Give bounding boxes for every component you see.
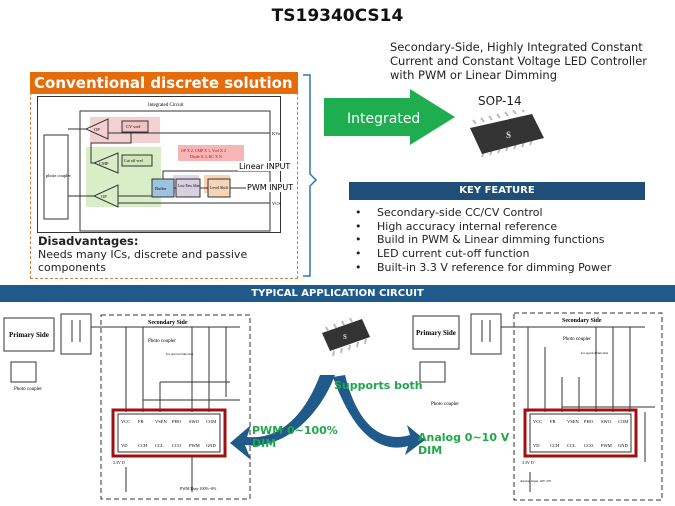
- photo-coupler-label: Photo coupler: [431, 402, 459, 407]
- ic-pin-label: VCC: [533, 419, 542, 424]
- integrated-arrow-group: Integrated: [303, 74, 455, 277]
- cmp-label: CMP: [99, 161, 109, 166]
- pin-pwm-label: PWM INPUT: [247, 183, 293, 192]
- parts-note-2: Diode X 3, RC X N: [190, 154, 222, 160]
- supports-both-label: Supports both: [334, 379, 423, 392]
- v33-label: 3.3V D: [522, 460, 534, 465]
- special-function-label: for special function: [166, 352, 193, 356]
- ic-pin-label: COM: [206, 419, 216, 424]
- arrow-to-pwm-icon: [230, 375, 335, 460]
- op-bottom-label: OP: [101, 194, 107, 199]
- bracket: [303, 74, 318, 277]
- ic-pin-label: VD: [121, 443, 128, 448]
- svg-text:S: S: [506, 130, 511, 140]
- ic-pin-label: CCO: [172, 443, 182, 448]
- ic-highlight-box: [111, 408, 227, 458]
- key-feature-header: KEY FEATURE: [349, 182, 645, 200]
- integrated-arrow-icon: [324, 89, 455, 145]
- ic-pin-label: CCL: [155, 443, 164, 448]
- key-feature-list: Secondary-side CC/CV Control High accura…: [355, 206, 611, 275]
- ic-pin-label: PWM: [189, 443, 200, 448]
- special-function-label: for special function: [581, 351, 608, 355]
- parts-note-1: OP X 2, CMP X 1, Vref X 2: [181, 148, 226, 154]
- analog-dim-line-2: DIM: [418, 444, 443, 457]
- primary-side-label: Primary Side: [9, 331, 49, 339]
- page-title: TS19340CS14: [271, 6, 404, 26]
- op-top-label: OP: [94, 127, 100, 132]
- photo-coupler-label: Photo coupler: [14, 387, 42, 392]
- product-subtitle: Secondary-Side, Highly Integrated Consta…: [390, 40, 648, 82]
- ic-pin-label: COM: [618, 419, 628, 424]
- ic-pin-label: GND: [206, 443, 216, 448]
- ic-pin-label: CCH: [138, 443, 148, 448]
- ic-label: Integrated Circuit: [148, 103, 184, 108]
- ic-pin-label: VCC: [121, 419, 130, 424]
- integrated-label: Integrated: [347, 111, 420, 127]
- op-amp-top: [84, 118, 109, 140]
- pin-kvo-label: KVo: [272, 131, 281, 136]
- buffer-label: Buffer: [155, 186, 167, 191]
- ic-pin-label: SWO: [601, 419, 612, 424]
- pwm-dim-label: PWM 0~100% DIM: [252, 424, 338, 450]
- sop14-chip-image: S: [470, 110, 544, 158]
- secondary-side-label: Secondary Side: [562, 318, 602, 324]
- typical-application-header: TYPICAL APPLICATION CIRCUIT: [0, 285, 675, 302]
- photo-coupler-block: [43, 134, 69, 220]
- supports-both-graphic: S: [230, 317, 425, 460]
- pwm-dim-line-2: DIM: [252, 437, 277, 450]
- pin-vcs-label: VCS: [272, 201, 281, 206]
- feature-item: Secondary-side CC/CV Control: [355, 206, 611, 220]
- svg-text:S: S: [343, 333, 347, 341]
- cutoff-vref-label: Cut off vref: [124, 158, 143, 163]
- analog-application-circuit: Primary Side Photo coupler Secondary Sid…: [412, 312, 663, 501]
- package-label: SOP-14: [478, 94, 522, 108]
- comparator: [92, 152, 119, 174]
- feature-item: LED current cut-off function: [355, 247, 611, 261]
- ic-pin-label: PHO: [172, 419, 182, 424]
- feature-item: Built-in 3.3 V reference for dimming Pow…: [355, 261, 611, 275]
- disadvantages: Disadvantages: Needs many ICs, discrete …: [38, 234, 298, 275]
- level-shift-label: Level Shift: [210, 185, 229, 190]
- ic-pin-label: VSEN: [567, 419, 580, 424]
- feature-item: High accuracy internal reference: [355, 220, 611, 234]
- analog-dim-label: Analog 0~10 V DIM: [418, 431, 509, 457]
- ic-pin-label: VD: [533, 443, 540, 448]
- ic-pin-label: GND: [618, 443, 628, 448]
- pin-linear-label: Linear INPUT: [239, 162, 290, 171]
- ic-pin-label: CCL: [567, 443, 576, 448]
- photo-coupler-label-2: Photo coupler: [563, 337, 591, 342]
- conventional-block-diagram: Integrated Circuit photo coupler OP CMP …: [37, 96, 297, 233]
- pwm-duty-label: PWM Duty 100%~0%: [180, 486, 217, 491]
- pwm-dim-line-1: PWM 0~100%: [252, 424, 338, 437]
- photo-coupler-label-2: Photo coupler: [148, 339, 176, 344]
- analog-input-label: Analog input 10V~0V: [520, 479, 552, 483]
- ic-pin-label: VSEN: [155, 419, 168, 424]
- ic-highlight-box: [523, 408, 638, 458]
- ic-pin-label: FB: [138, 419, 144, 424]
- ic-pin-label: PWM: [601, 443, 612, 448]
- disadvantages-title: Disadvantages:: [38, 234, 139, 248]
- primary-side-label: Primary Side: [416, 329, 456, 337]
- low-pass-label: Low Pass filter: [178, 184, 201, 188]
- ic-pin-label: CCH: [550, 443, 560, 448]
- transformer: [470, 313, 502, 355]
- v33-label: 3.3V D: [113, 460, 125, 465]
- ic-pin-label: CCO: [584, 443, 594, 448]
- pwm-application-circuit: Primary Side Photo coupler Secondary Sid…: [3, 313, 251, 500]
- ic-pin-label: PHO: [584, 419, 594, 424]
- conventional-solution-header: Conventional discrete solution: [30, 72, 298, 94]
- photo-coupler-label: photo coupler: [46, 173, 71, 178]
- ic-pin-label: FB: [550, 419, 556, 424]
- disadvantages-text: Needs many ICs, discrete and passive com…: [38, 248, 248, 274]
- feature-item: Build in PWM & Linear dimming functions: [355, 233, 611, 247]
- arrow-to-analog-icon: [333, 375, 425, 455]
- cv-vref-label: CV vref: [126, 124, 141, 129]
- transformer: [60, 313, 92, 355]
- secondary-side-label: Secondary Side: [148, 320, 188, 326]
- ic-pin-label: SWO: [189, 419, 200, 424]
- analog-dim-line-1: Analog 0~10 V: [418, 431, 510, 444]
